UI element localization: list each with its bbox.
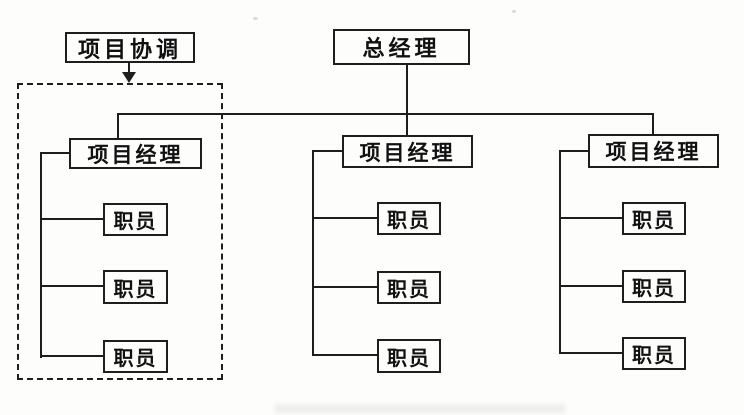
staff-label-3-2: 职员 bbox=[632, 278, 676, 300]
general-manager-label: 总经理 bbox=[362, 36, 441, 61]
arrow-down-icon bbox=[122, 72, 136, 83]
staff-box-2-1: 职员 bbox=[377, 202, 441, 235]
staff-label-1-2: 职员 bbox=[113, 278, 158, 301]
staff-label-2-2: 职员 bbox=[387, 279, 431, 301]
manager-label-3: 项目经理 bbox=[605, 141, 702, 164]
staff-label-3-1: 职员 bbox=[632, 210, 676, 232]
manager-box-3: 项目经理 bbox=[588, 134, 719, 168]
connector-staff-3-2 bbox=[559, 285, 622, 287]
connector-drop-left bbox=[117, 113, 119, 139]
scan-speck bbox=[512, 10, 516, 13]
connector-staff-3-3 bbox=[559, 352, 622, 354]
connector-staff-2-1 bbox=[312, 217, 377, 219]
staff-box-1-2: 职员 bbox=[103, 270, 168, 304]
staff-box-3-3: 职员 bbox=[622, 337, 686, 370]
staff-box-3-2: 职员 bbox=[622, 270, 686, 303]
staff-box-3-1: 职员 bbox=[622, 202, 686, 235]
connector-root-trunk bbox=[406, 64, 408, 135]
connector-spine-3 bbox=[559, 150, 561, 354]
connector-staff-1-2 bbox=[40, 285, 103, 287]
connector-manager-3 bbox=[559, 150, 588, 152]
staff-label-1-3: 职员 bbox=[113, 348, 158, 370]
connector-spine-1 bbox=[40, 152, 42, 358]
scan-speck bbox=[253, 17, 258, 20]
staff-box-2-2: 职员 bbox=[377, 271, 441, 304]
staff-label-3-3: 职员 bbox=[632, 345, 676, 367]
staff-label-1-1: 职员 bbox=[113, 211, 158, 233]
connector-spine-2 bbox=[312, 150, 314, 356]
staff-label-2-3: 职员 bbox=[387, 347, 431, 370]
general-manager-box: 总经理 bbox=[333, 29, 470, 65]
coordination-box: 项目协调 bbox=[65, 32, 195, 63]
coordination-arrow-stem bbox=[128, 63, 130, 75]
coordination-scope-dashed-box bbox=[17, 83, 223, 380]
staff-box-1-3: 职员 bbox=[103, 340, 168, 373]
connector-bus bbox=[117, 113, 654, 115]
connector-manager-1 bbox=[40, 152, 69, 154]
connector-staff-1-1 bbox=[40, 218, 103, 220]
manager-box-1: 项目经理 bbox=[69, 138, 202, 169]
manager-box-2: 项目经理 bbox=[342, 135, 473, 168]
coordination-label: 项目协调 bbox=[77, 36, 182, 62]
connector-staff-1-3 bbox=[40, 355, 103, 357]
manager-label-1: 项目经理 bbox=[87, 143, 184, 167]
connector-manager-2 bbox=[312, 150, 342, 152]
connector-drop-right bbox=[652, 113, 654, 135]
staff-box-2-3: 职员 bbox=[377, 339, 441, 373]
staff-box-1-1: 职员 bbox=[103, 203, 168, 236]
caption-remnant bbox=[275, 404, 565, 413]
manager-label-2: 项目经理 bbox=[359, 141, 456, 165]
connector-staff-2-2 bbox=[312, 286, 377, 288]
staff-label-2-1: 职员 bbox=[387, 210, 431, 232]
connector-staff-3-1 bbox=[559, 217, 622, 219]
connector-staff-2-3 bbox=[312, 354, 377, 356]
